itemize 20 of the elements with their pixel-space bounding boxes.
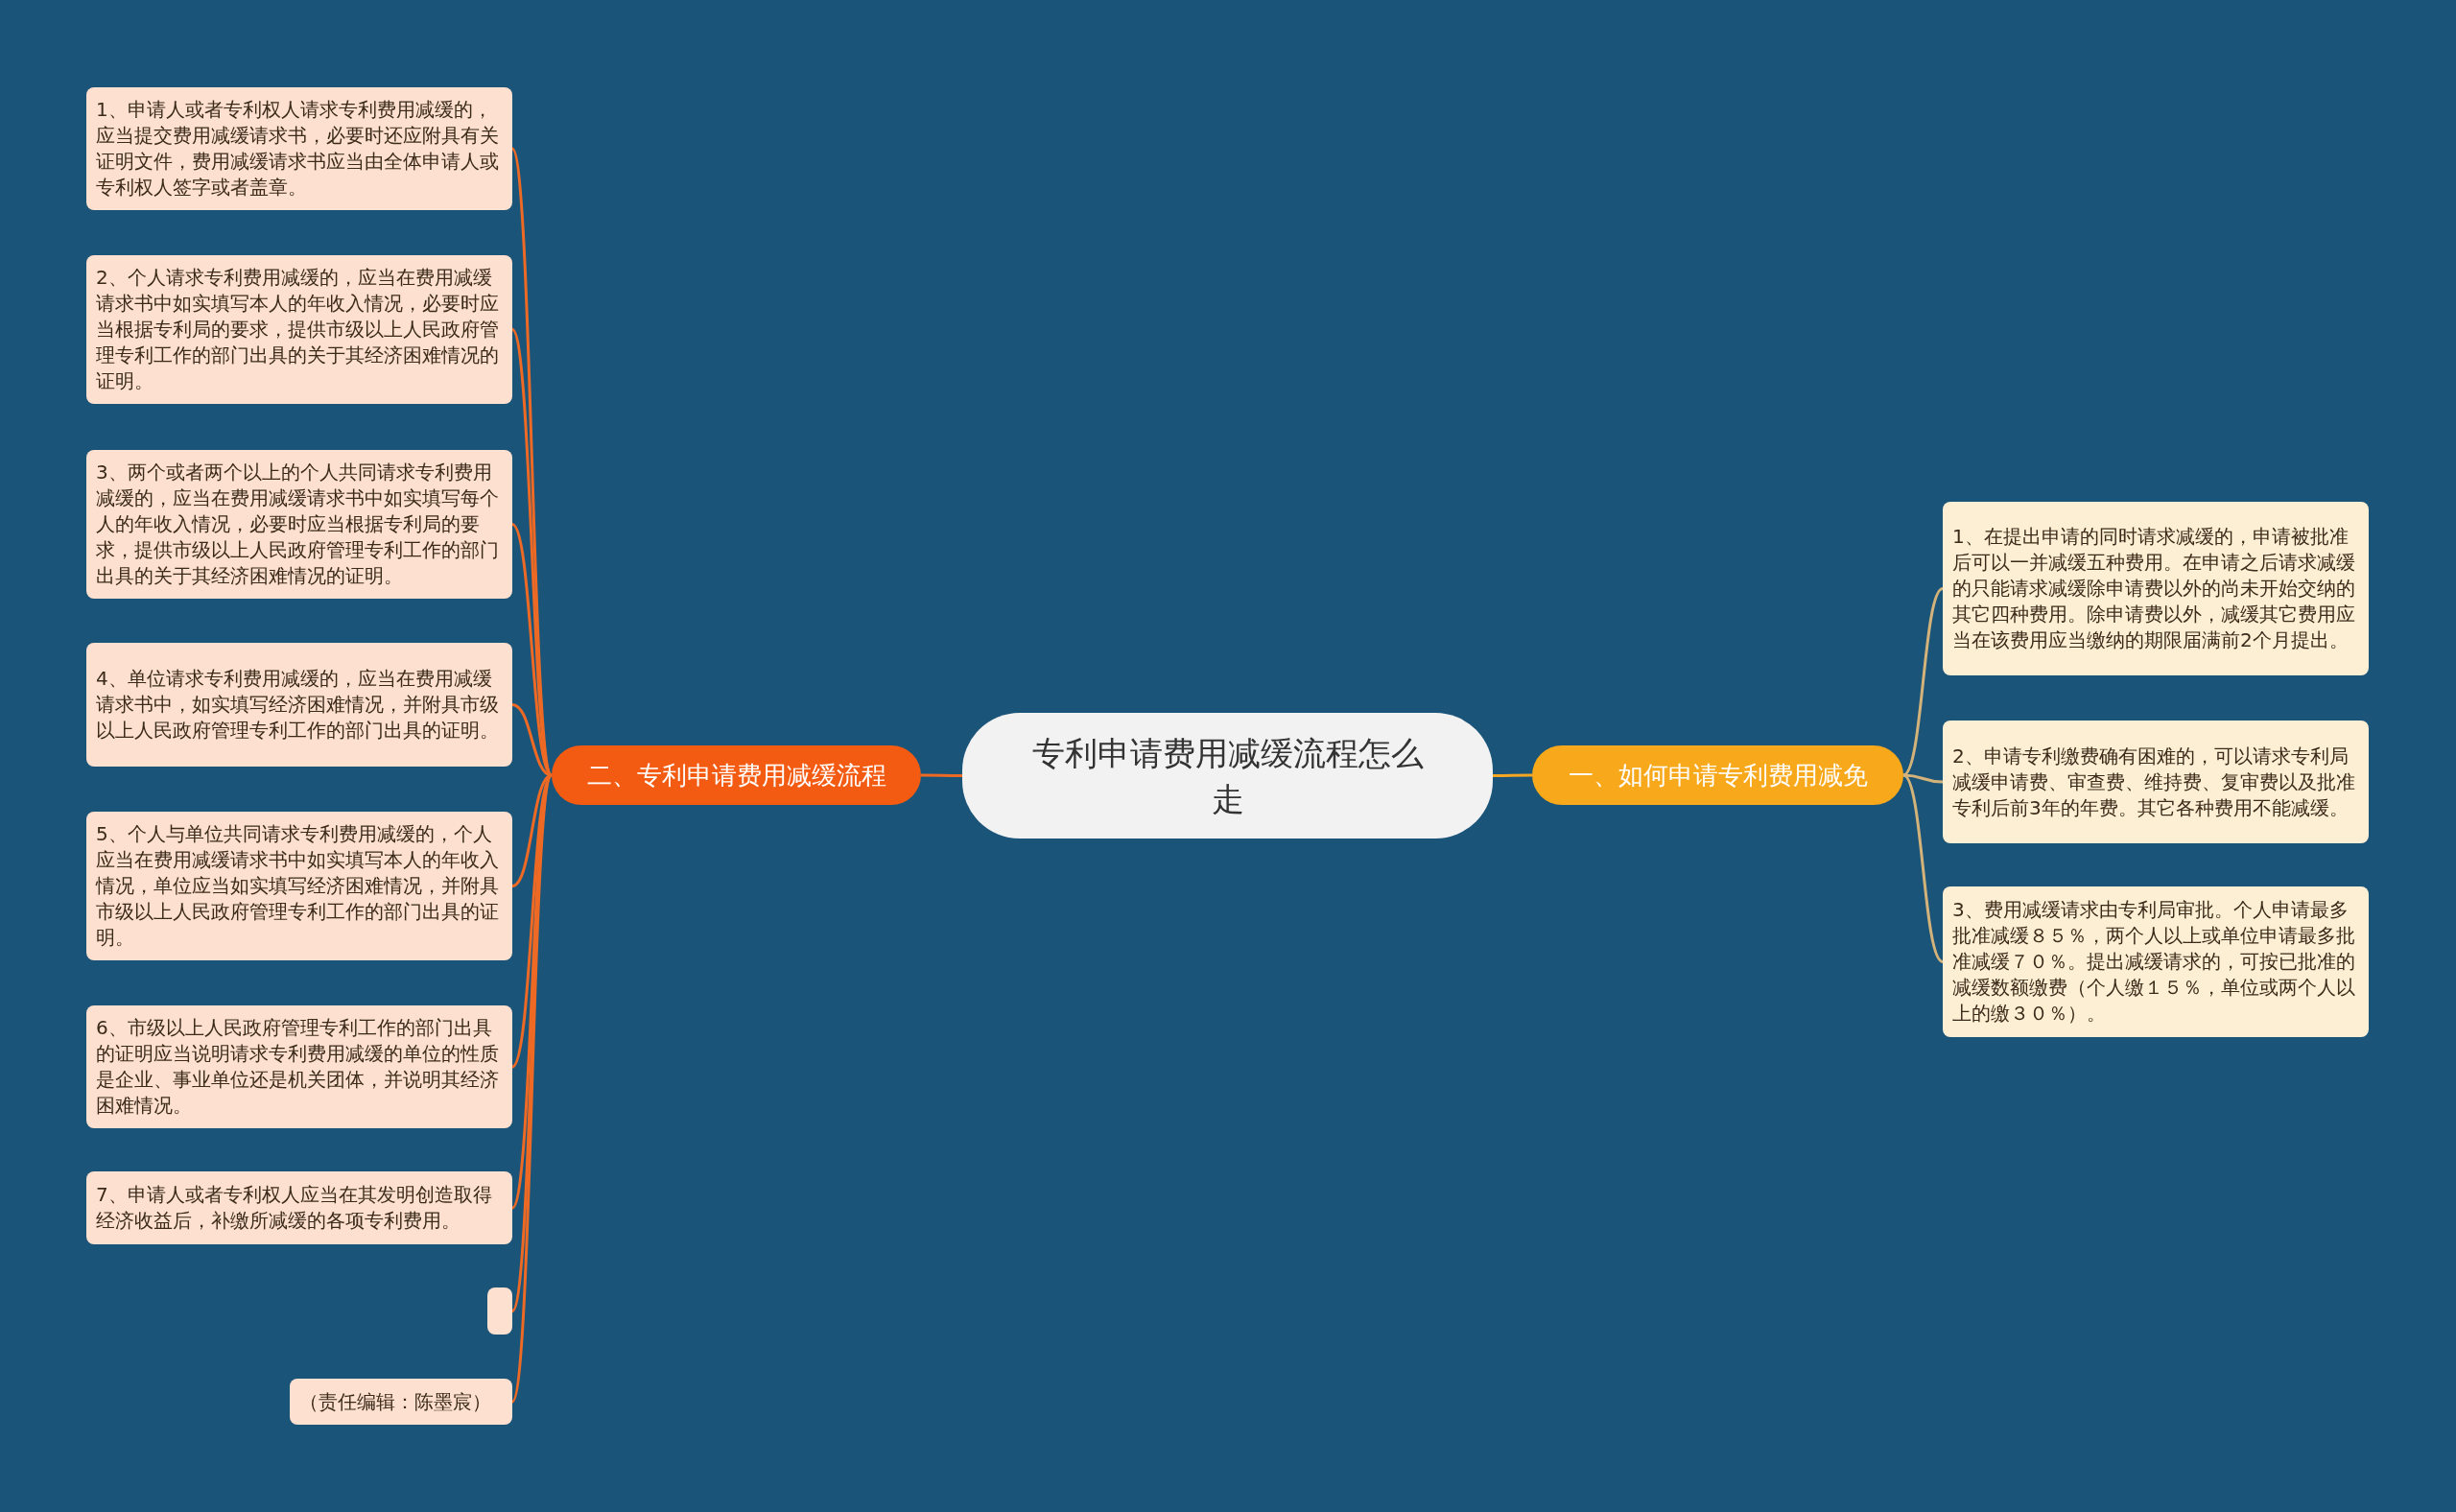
branch-topic: 一、如何申请专利费用减免 (1532, 745, 1903, 805)
note-card: 2、个人请求专利费用减缓的，应当在费用减缓请求书中如实填写本人的年收入情况，必要时应当根据专利局的要求，提供市级以上人民政府管理专利工作的部门出具的关于其经济困难情况的证明。 (86, 255, 512, 404)
connector (1902, 773, 1944, 963)
connector (1493, 773, 1532, 777)
note-card: 2、申请专利缴费确有困难的，可以请求专利局减缓申请费、审查费、维持费、复审费以及批准专利后前3年的年费。其它各种费用不能减缓。 (1943, 721, 2369, 843)
branch-topic: 二、专利申请费用减缓流程 (552, 745, 921, 805)
note-card: 5、个人与单位共同请求专利费用减缓的，个人应当在费用减缓请求书中如实填写本人的年收入情况，单位应当如实填写经济困难情况，并附具市级以上人民政府管理专利工作的部门出具的证明。 (86, 812, 512, 960)
connector (510, 328, 554, 776)
note-card: 6、市级以上人民政府管理专利工作的部门出具的证明应当说明请求专利费用减缓的单位的性质是企业、事业单位还是机关团体，并说明其经济困难情况。 (86, 1005, 512, 1128)
central-topic: 专利申请费用减缓流程怎么走 (962, 713, 1493, 839)
empty-card (487, 1288, 512, 1335)
note-card: 1、申请人或者专利权人请求专利费用减缓的，应当提交费用减缓请求书，必要时还应附具有关证明文件，费用减缓请求书应当由全体申请人或专利权人签字或者盖章。 (86, 87, 512, 210)
note-card: 7、申请人或者专利权人应当在其发明创造取得经济收益后，补缴所减缓的各项专利费用。 (86, 1171, 512, 1244)
note-card: 3、费用减缓请求由专利局审批。个人申请最多批准减缓８５％，两个人以上或单位申请最多批准减缓７０％。提出减缓请求的，可按已批准的减缓数额缴费（个人缴１５％，单位或两个人以上的缴３０％）。 (1943, 886, 2369, 1037)
connector (921, 773, 962, 777)
note-card: 1、在提出申请的同时请求减缓的，申请被批准后可以一并减缓五种费用。在申请之后请求减缓的只能请求减缓除申请费以外的尚未开始交纳的其它四种费用。除申请费以外，减缓其它费用应当在该费用应当缴纳的期限届满前2个月提出。 (1943, 502, 2369, 675)
note-card: （责任编辑：陈墨宸） (290, 1379, 512, 1425)
connector (1902, 587, 1944, 777)
note-card: 4、单位请求专利费用减缓的，应当在费用减缓请求书中，如实填写经济困难情况，并附具市级以上人民政府管理专利工作的部门出具的证明。 (86, 643, 512, 767)
note-card: 3、两个或者两个以上的个人共同请求专利费用减缓的，应当在费用减缓请求书中如实填写每个人的年收入情况，必要时应当根据专利局的要求，提供市级以上人民政府管理专利工作的部门出具的关于其经济困难情况的证明。 (86, 450, 512, 599)
